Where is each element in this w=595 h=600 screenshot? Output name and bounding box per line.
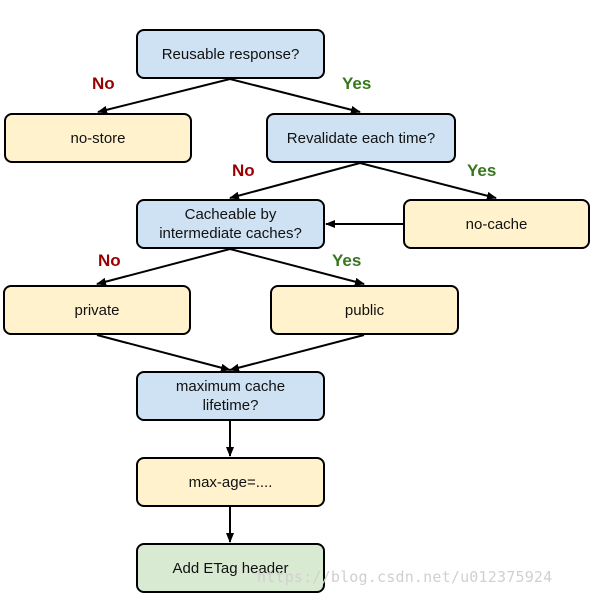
node-maximum-cache-lifetime: maximum cache lifetime? (136, 371, 325, 421)
label-yes-revalidate: Yes (467, 161, 497, 180)
node-max-age: max-age=.... (136, 457, 325, 507)
arrow-reusable-to-revalidate (229, 78, 361, 114)
node-reusable-response: Reusable response? (136, 29, 325, 79)
arrow-cacheable-to-public (229, 248, 365, 286)
node-cacheable-by-intermediate: Cacheable by intermediate caches? (136, 199, 325, 249)
label-no-revalidate: No (232, 161, 255, 180)
node-private: private (3, 285, 191, 335)
node-add-etag-header: Add ETag header (136, 543, 325, 593)
node-no-cache: no-cache (403, 199, 590, 249)
label-yes-cacheable: Yes (332, 251, 362, 270)
node-revalidate-each-time: Revalidate each time? (266, 113, 456, 163)
watermark-text: https://blog.csdn.net/u012375924 (257, 568, 553, 586)
node-public: public (270, 285, 459, 335)
arrow-cacheable-to-private (96, 248, 231, 286)
arrow-revalidate-to-cacheable (229, 162, 361, 200)
label-no-reusable: No (92, 74, 115, 93)
node-no-store: no-store (4, 113, 192, 163)
label-no-cacheable: No (98, 251, 121, 270)
arrow-private-to-max-lifetime (96, 334, 231, 372)
arrow-revalidate-to-no-cache (359, 162, 497, 200)
label-yes-reusable: Yes (342, 74, 372, 93)
arrow-reusable-to-no-store (97, 78, 231, 114)
arrow-public-to-max-lifetime (229, 334, 365, 372)
